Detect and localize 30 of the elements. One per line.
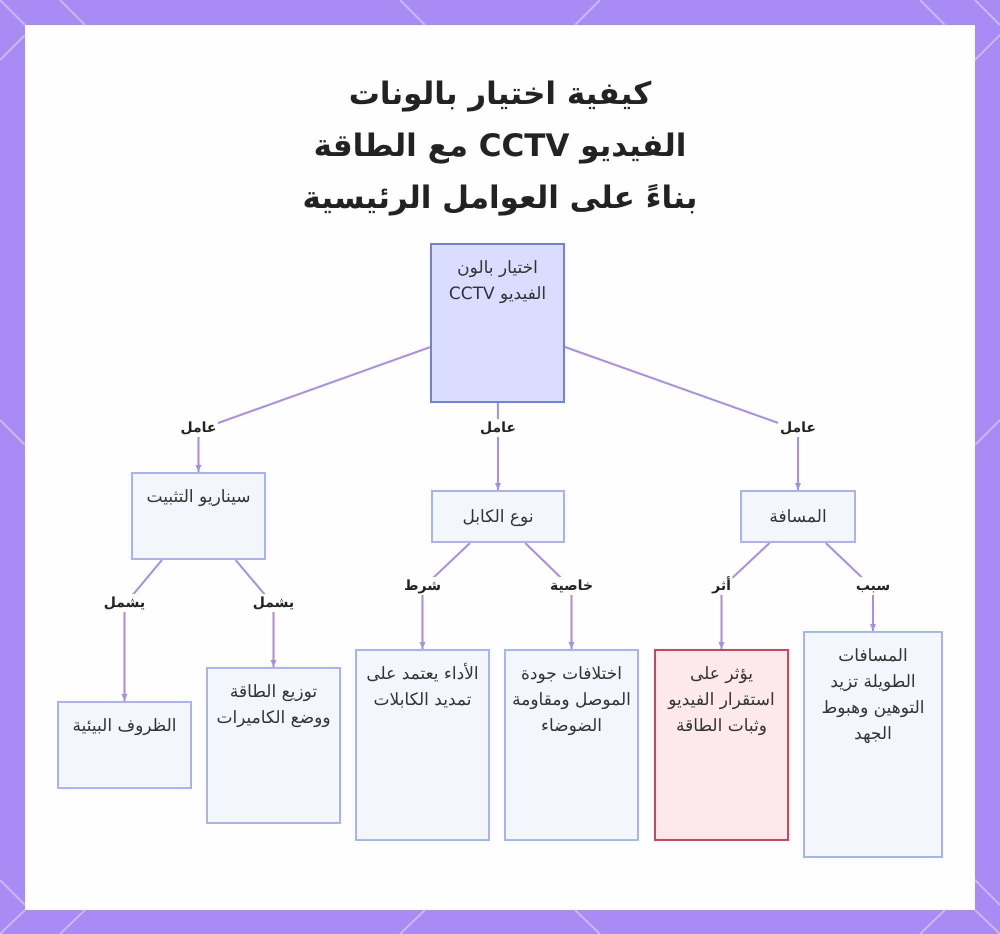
process-box: [131, 472, 266, 560]
arrow: [196, 346, 430, 472]
arrow: [564, 346, 801, 490]
process-box: [355, 649, 490, 841]
edge-label: يشمل: [250, 594, 296, 612]
box-text: المسافات الطويلة تزيد التوهين وهبوط الجهد: [820, 645, 926, 746]
box-text: سيناريو التثبيت: [146, 486, 250, 509]
title: كيفية اختيار بالونات الفيديو CCTV مع الطاقة بناءً على العوامل الرئيسية: [302, 75, 698, 218]
box-text: المسافة: [769, 506, 827, 528]
edge-label: عامل: [478, 419, 518, 437]
box-text: اختلافات جودة الموصل ومقاومة الضوضاء: [512, 663, 631, 738]
box-text: الأداء يعتمد على تمديد الكابلات: [365, 662, 480, 712]
arrow: [718, 542, 770, 649]
box-text: يؤثر على استقرار الفيديو وثبات الطاقة: [666, 663, 776, 738]
box-text: توزيع الطاقة ووضع الكاميرات: [215, 681, 332, 730]
process-box: [431, 490, 565, 543]
process-box: [654, 649, 789, 841]
edge-label: عامل: [178, 419, 218, 437]
process-box: [57, 701, 192, 789]
process-box: [803, 631, 943, 858]
edge-label: أثر: [710, 577, 733, 595]
box-text: اختيار بالون الفيديو CCTV: [448, 257, 548, 306]
edge-label: عامل: [778, 419, 818, 437]
process-box: [206, 667, 341, 824]
process-box: [740, 490, 856, 543]
box-text: نوع الكابل: [462, 506, 534, 528]
process-box: [430, 243, 565, 403]
box-text: الظروف البيئية: [72, 715, 177, 738]
edge-label: يشمل: [102, 594, 148, 612]
process-box: [504, 649, 639, 841]
